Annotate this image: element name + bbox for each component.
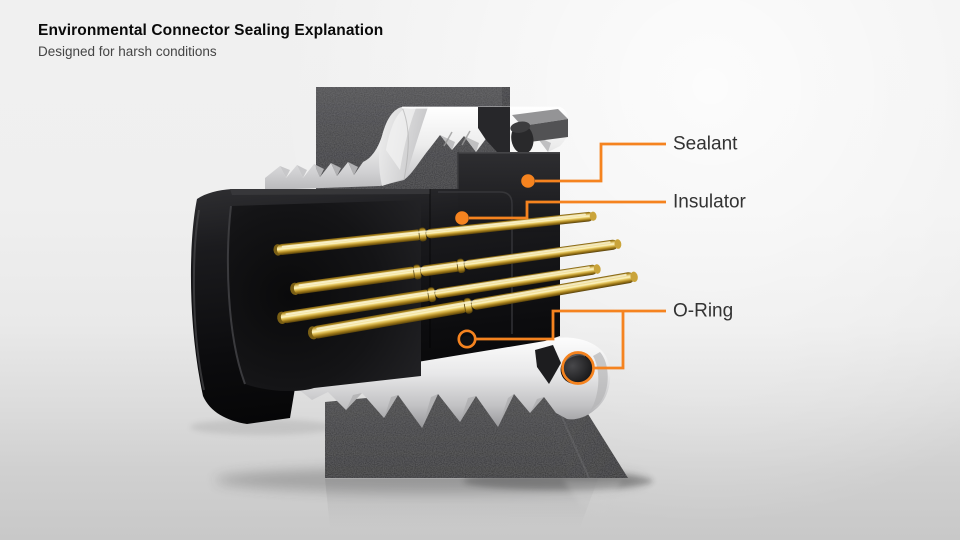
o-ring-callout-circle-large: [561, 351, 595, 385]
panel-right-block: [512, 109, 568, 143]
page-subtitle: Designed for harsh conditions: [38, 44, 217, 59]
thread-gap-shadow: [535, 345, 561, 384]
gold-contact-pin: [273, 211, 597, 256]
callout-o-ring: O-Ring: [457, 301, 733, 385]
insulator-callout-dot: [455, 211, 469, 225]
thread-shading: [280, 162, 358, 178]
coupling-nut-top-thread: [265, 106, 569, 190]
page-title: Environmental Connector Sealing Explanat…: [38, 22, 384, 39]
gold-contact-pin: [277, 264, 601, 325]
insulator-label: Insulator: [673, 192, 747, 213]
thread-shading: [346, 393, 544, 428]
grommet-seal: [510, 121, 534, 154]
contact-pins: [273, 211, 638, 340]
sealant-callout-dot: [521, 174, 535, 188]
gold-contact-pin: [307, 271, 638, 340]
o-ring-label: O-Ring: [673, 301, 733, 322]
panel-wedge: [478, 107, 510, 152]
insulator-seam: [438, 191, 513, 334]
o-ring-cross-section-small: [461, 335, 473, 347]
o-ring-callout-circle-small: [457, 329, 477, 349]
o-ring-callout-line: [476, 309, 666, 341]
floor-reflection: [325, 479, 622, 538]
callout-sealant: Sealant: [521, 134, 738, 188]
insulator-callout-line: [469, 200, 666, 220]
sealant-label: Sealant: [673, 134, 738, 155]
slide-header: Environmental Connector Sealing Explanat…: [38, 22, 383, 59]
sealant-callout-line: [535, 142, 666, 183]
thread-hatch-marks: [443, 130, 471, 147]
callout-insulator: Insulator: [455, 192, 747, 225]
gold-contact-pin: [290, 239, 622, 296]
o-ring-callout-branch-line: [594, 311, 625, 370]
